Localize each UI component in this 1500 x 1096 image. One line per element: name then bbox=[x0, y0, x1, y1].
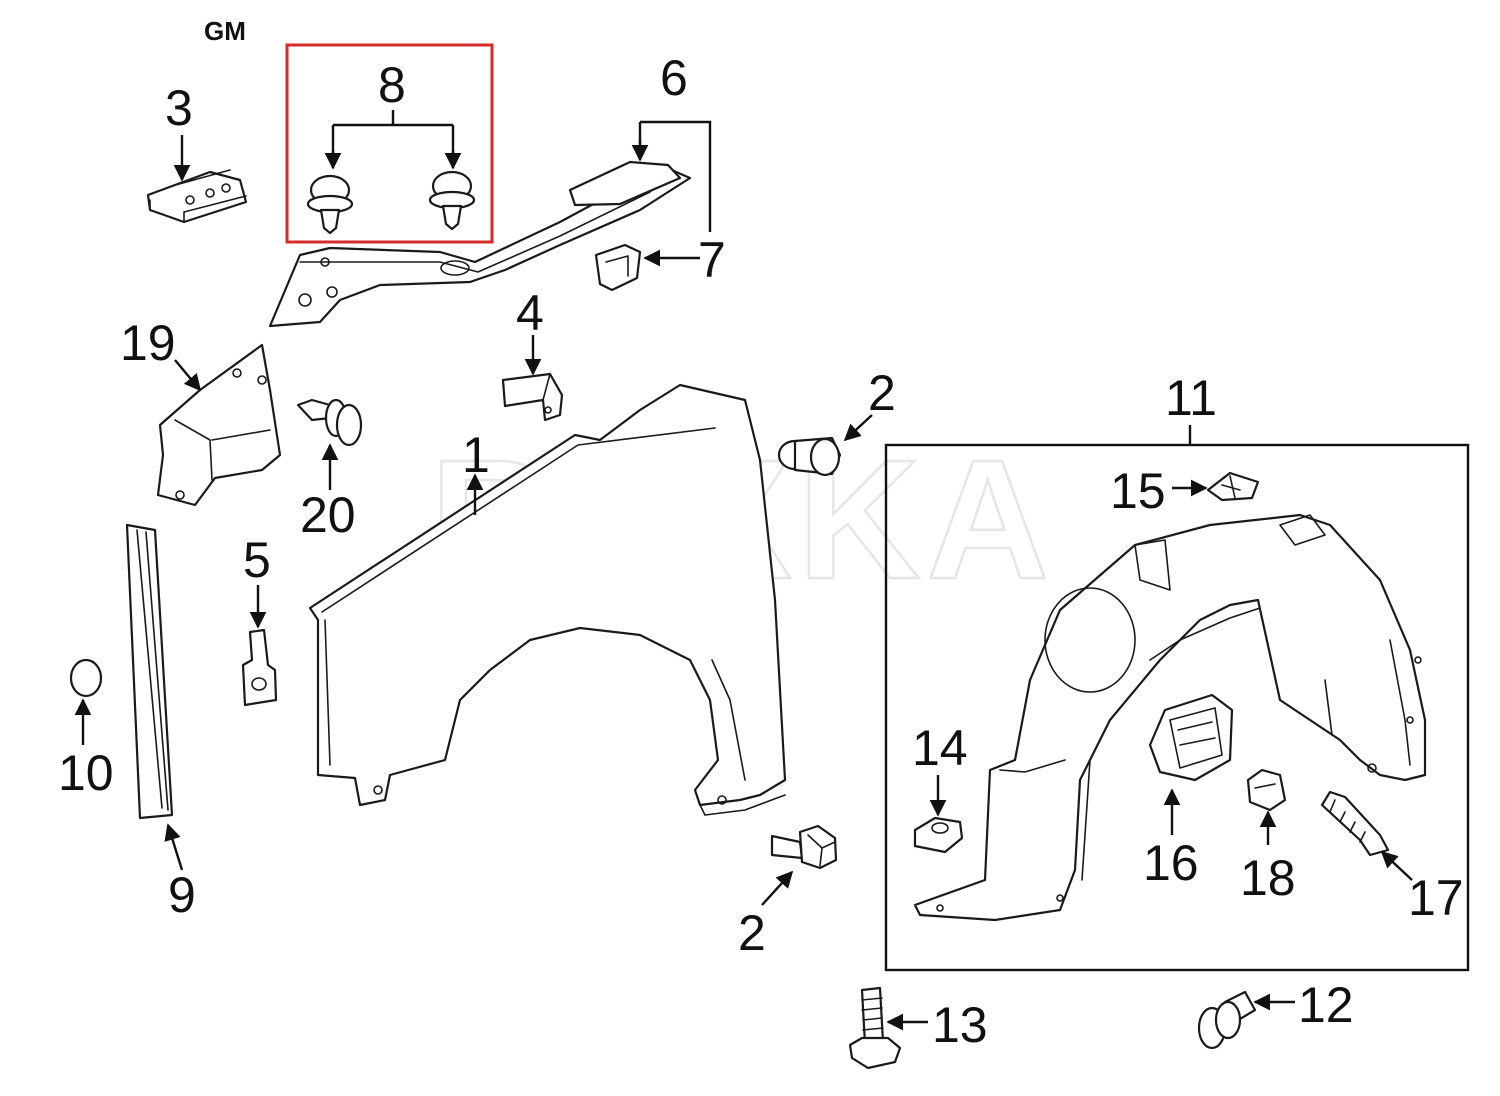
part-13-bolt[interactable] bbox=[848, 986, 928, 1070]
callout-4: 4 bbox=[516, 285, 544, 341]
callout-5: 5 bbox=[243, 532, 271, 588]
part-11-liner-kit[interactable] bbox=[884, 425, 1470, 972]
part-2-bolt-bottom[interactable] bbox=[761, 824, 838, 906]
part-6-rail[interactable] bbox=[268, 120, 712, 328]
clip-right bbox=[428, 170, 476, 231]
part-16-vent[interactable] bbox=[1148, 693, 1234, 835]
part-9-seal[interactable] bbox=[125, 523, 184, 871]
callout-9: 9 bbox=[168, 867, 196, 923]
callout-18: 18 bbox=[1240, 850, 1296, 906]
part-1-fender[interactable] bbox=[308, 383, 787, 816]
highlight-box bbox=[285, 43, 494, 244]
callout-10: 10 bbox=[58, 745, 114, 801]
part-20-pushpin[interactable] bbox=[296, 398, 363, 490]
callout-13: 13 bbox=[932, 997, 988, 1053]
callout-12: 12 bbox=[1298, 977, 1354, 1033]
callout-15: 15 bbox=[1110, 463, 1166, 519]
part-18-nut[interactable] bbox=[1246, 768, 1287, 845]
callout-6: 6 bbox=[660, 50, 688, 106]
part-8-clips[interactable] bbox=[285, 43, 494, 244]
part-10-plug[interactable] bbox=[69, 658, 103, 745]
part-5-bracket[interactable] bbox=[241, 585, 278, 707]
part-4-bracket[interactable] bbox=[501, 335, 564, 422]
part-3-bracket[interactable] bbox=[146, 135, 248, 224]
bracket-8 bbox=[331, 110, 455, 168]
callout-2-bottom: 2 bbox=[738, 905, 766, 961]
liner-kit-box bbox=[884, 443, 1470, 972]
callout-8: 8 bbox=[378, 57, 406, 113]
callout-2-top: 2 bbox=[868, 365, 896, 421]
callout-3: 3 bbox=[165, 80, 193, 136]
part-12-pushpin[interactable] bbox=[1197, 990, 1295, 1050]
part-15-retainer[interactable] bbox=[1172, 471, 1260, 502]
callout-1: 1 bbox=[462, 427, 490, 483]
callout-17: 17 bbox=[1408, 870, 1464, 926]
brand-label: GM bbox=[204, 16, 246, 46]
clip-left bbox=[306, 174, 354, 235]
callout-7: 7 bbox=[698, 232, 726, 288]
part-2-nut-top[interactable] bbox=[777, 414, 873, 477]
callout-14: 14 bbox=[912, 720, 968, 776]
part-14-nut[interactable] bbox=[913, 775, 964, 854]
part-17-screw[interactable] bbox=[1320, 790, 1413, 881]
callout-19: 19 bbox=[120, 315, 176, 371]
callout-20: 20 bbox=[300, 487, 356, 543]
callout-16: 16 bbox=[1143, 835, 1199, 891]
part-19-insulator[interactable] bbox=[156, 343, 282, 507]
callout-11: 11 bbox=[1165, 370, 1217, 426]
part-7-clip[interactable] bbox=[594, 243, 700, 292]
wheelhouse-liner bbox=[913, 513, 1427, 922]
